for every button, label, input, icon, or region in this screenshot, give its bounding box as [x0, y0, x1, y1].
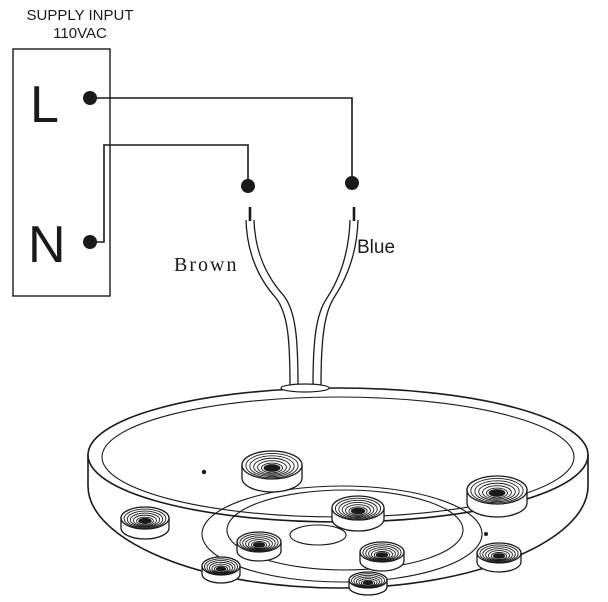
lamp-sockets — [120, 450, 528, 596]
lamp-socket — [359, 541, 405, 572]
terminal-live-label: L — [30, 76, 59, 134]
lamp-socket — [201, 556, 241, 584]
lamp-socket — [241, 450, 303, 493]
center-hole — [289, 524, 347, 546]
lamp-socket — [476, 542, 522, 573]
cable-grommet — [280, 383, 330, 393]
lamp-socket — [120, 506, 170, 540]
blue-lead — [312, 219, 359, 387]
supply-title-line2: 110VAC — [53, 25, 107, 42]
neutral-wire — [90, 144, 249, 243]
terminal-neutral-label: N — [28, 216, 66, 274]
blue-wire-connection-dot — [345, 176, 359, 190]
supply-title-line1: SUPPLY INPUT — [27, 7, 134, 24]
mounting-plate-outer — [201, 485, 483, 583]
mounting-plate-inner — [226, 489, 464, 571]
brown-wire-label: Brown — [174, 254, 238, 276]
terminal-block — [12, 48, 111, 297]
live-wire — [90, 97, 353, 183]
brown-lead — [245, 219, 299, 387]
blue-wire-label: Blue — [357, 237, 395, 258]
screw-dot — [201, 469, 207, 475]
lamp-socket — [236, 531, 282, 562]
brown-wire-connection-dot — [241, 179, 255, 193]
lamp-socket — [348, 571, 388, 596]
screw-dot — [484, 532, 488, 536]
lamp-socket — [466, 475, 528, 518]
lamp-socket — [331, 495, 385, 532]
